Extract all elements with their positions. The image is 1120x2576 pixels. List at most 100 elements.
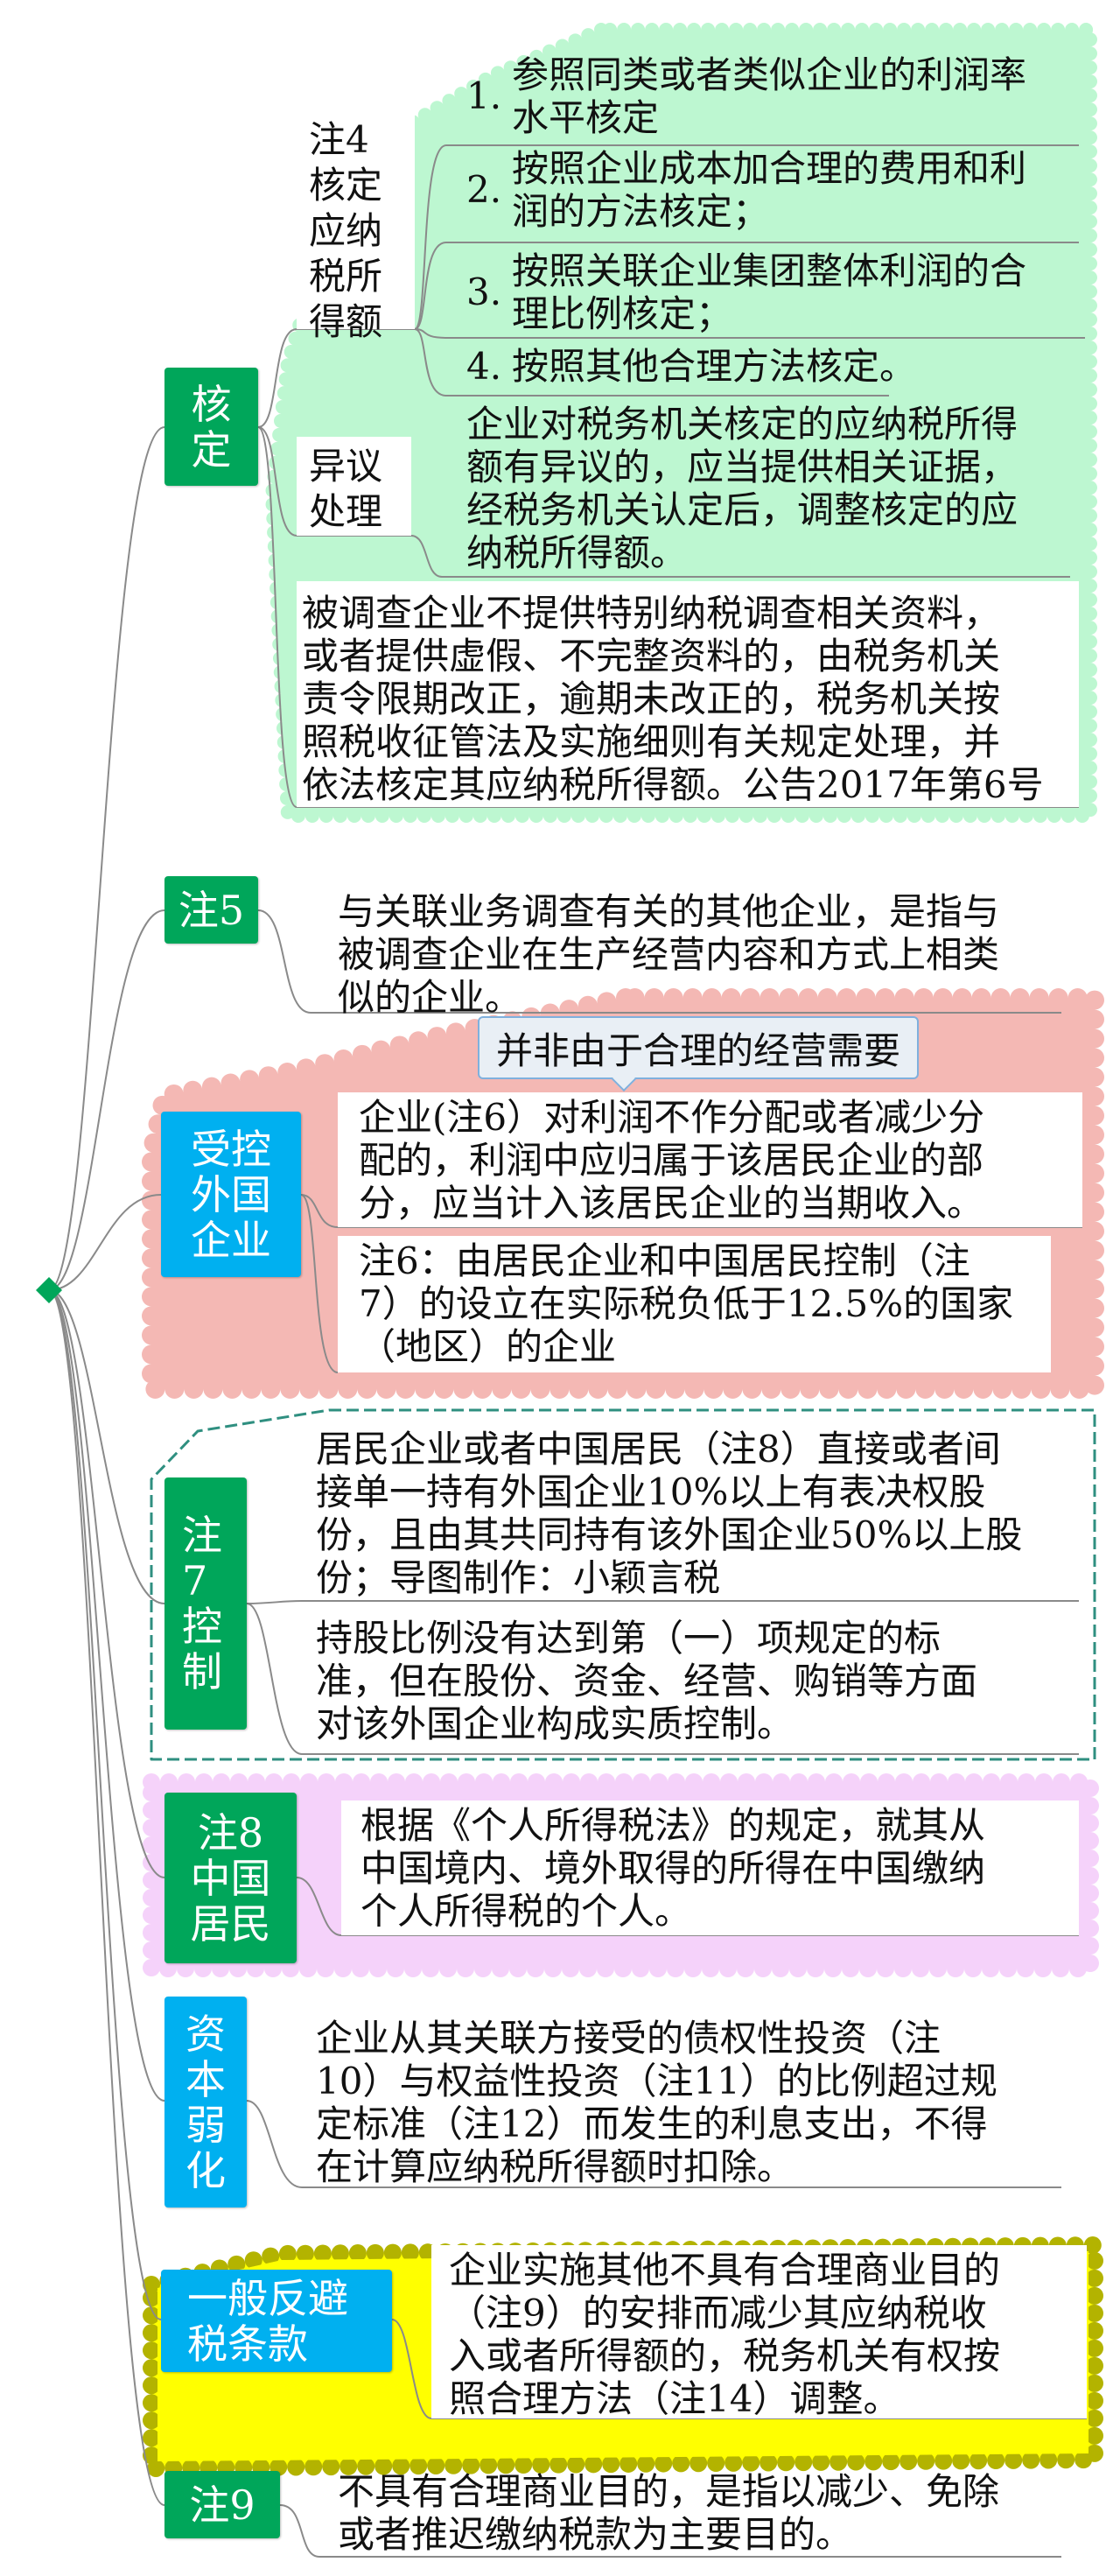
text-line: 似的企业。 xyxy=(338,976,522,1019)
text-line: 依法核定其应纳税所得额。公告2017年第6号 xyxy=(302,763,1044,806)
cfc-text-box-1[interactable]: 企业(注6）对利润不作分配或者减少分配的，利润中应归属于该居民企业的部分，应当计… xyxy=(338,1092,1082,1227)
method-item[interactable]: 按照关联企业集团整体利润的合理比例核定； xyxy=(512,249,1026,335)
text-line: 被调查企业在生产经营内容和方式上相类 xyxy=(338,933,1000,976)
node-title: 注9 xyxy=(189,2481,256,2529)
text-line: 经税务机关认定后，调整核定的应 xyxy=(466,488,1018,531)
text-line: （地区）的企业 xyxy=(359,1325,617,1368)
text-line: 定标准（注12）而发生的利息支出，不得 xyxy=(316,2102,988,2145)
note7-text-2[interactable]: 持股比例没有达到第（一）项规定的标准，但在股份、资金、经营、购销等方面对该外国企… xyxy=(316,1617,977,1745)
method-item[interactable]: 按照企业成本加合理的费用和利润的方法核定； xyxy=(512,147,1026,233)
node-title-char: 弱 xyxy=(186,2101,226,2149)
text-line: 准，但在股份、资金、经营、购销等方面 xyxy=(316,1660,978,1702)
node-title-char: 资 xyxy=(186,2010,226,2058)
node-thin-capitalization[interactable]: 资本弱化 xyxy=(164,1997,247,2207)
node-title-line: 企业 xyxy=(191,1216,271,1264)
text-line: 企业实施其他不具有合理商业目的 xyxy=(449,2249,1001,2292)
node-note9[interactable]: 注9 xyxy=(164,2471,280,2538)
node-title-char: 定 xyxy=(191,425,232,474)
node-title-char: 核 xyxy=(191,380,232,428)
label-line: 税所 xyxy=(309,255,383,298)
text-line: 接单一持有外国企业10%以上有表决权股 xyxy=(316,1470,986,1513)
root-diamond[interactable] xyxy=(36,1277,62,1303)
label-line: 应纳 xyxy=(309,209,383,252)
text-line: 中国境内、境外取得的所得在中国缴纳 xyxy=(360,1847,986,1890)
text-line: 对该外国企业构成实质控制。 xyxy=(316,1702,794,1745)
node-title-char: 7 xyxy=(182,1557,208,1604)
method-item[interactable]: 参照同类或者类似企业的利润率水平核定 xyxy=(512,53,1026,139)
text-line: 按照其他合理方法核定。 xyxy=(512,345,917,388)
text-line: 理比例核定； xyxy=(512,292,733,335)
text-line: （注9）的安排而减少其应纳税收 xyxy=(449,2292,987,2334)
node-title-char: 制 xyxy=(182,1648,222,1695)
method-item[interactable]: 按照其他合理方法核定。 xyxy=(512,345,916,388)
text-line: 份；导图制作：小颖言税 xyxy=(316,1556,721,1599)
text-line: 照合理方法（注14）调整。 xyxy=(449,2377,900,2420)
text-line: 被调查企业不提供特别纳税调查相关资料， xyxy=(302,592,1001,635)
callout-not-business-need: 并非由于合理的经营需要 xyxy=(478,1016,919,1079)
text-line: 与关联业务调查有关的其他企业，是指与 xyxy=(338,890,1000,933)
node-cfc[interactable]: 受控外国企业 xyxy=(161,1112,301,1277)
text-line: 照税收征管法及实施细则有关规定处理，并 xyxy=(302,720,1001,763)
objection-label[interactable]: 异议处理 xyxy=(297,437,411,536)
node-title-line: 中国 xyxy=(190,1854,271,1902)
method-number: 2. xyxy=(466,168,502,211)
objection-text[interactable]: 企业对税务机关核定的应纳税所得额有异议的，应当提供相关证据，经税务机关认定后，调… xyxy=(466,403,1018,574)
text-line: 10）与权益性投资（注11）的比例超过规 xyxy=(316,2060,998,2102)
node-title-char: 注 xyxy=(182,1512,222,1559)
text-line: 或者推迟缴纳税款为主要目的。 xyxy=(338,2513,853,2556)
text-line: 纳税所得额。 xyxy=(466,531,688,574)
node-hedin[interactable]: 核定 xyxy=(164,368,258,486)
node-title-line: 一般反避 xyxy=(187,2274,348,2322)
node-general-anti-avoidance[interactable]: 一般反避税条款 xyxy=(161,2270,392,2372)
text-line: 或者提供虚假、不完整资料的，由税务机关 xyxy=(302,635,1001,677)
text-line: 7）的设立在实际税负低于12.5%的国家 xyxy=(359,1282,1014,1325)
teal-outline-cloud xyxy=(150,1408,1096,1761)
text-line: 参照同类或者类似企业的利润率 xyxy=(512,53,1027,96)
text-line: 个人所得税的个人。 xyxy=(360,1890,692,1933)
text-line: 企业从其关联方接受的债权性投资（注 xyxy=(316,2017,942,2060)
node-title-line: 注8 xyxy=(197,1808,264,1857)
label-line: 处理 xyxy=(309,490,383,533)
label-line: 注4 xyxy=(309,118,369,161)
note9-text[interactable]: 不具有合理商业目的，是指以减少、免除或者推迟缴纳税款为主要目的。 xyxy=(338,2470,999,2556)
investigation-box[interactable]: 被调查企业不提供特别纳税调查相关资料，或者提供虚假、不完整资料的，由税务机关责令… xyxy=(297,581,1079,807)
text-line: 企业(注6）对利润不作分配或者减少分 xyxy=(359,1096,985,1139)
label-line: 核定 xyxy=(309,164,383,207)
text-line: 根据《个人所得税法》的规定，就其从 xyxy=(360,1804,986,1847)
node-title-line: 居民 xyxy=(190,1899,271,1948)
text-line: 按照关联企业集团整体利润的合 xyxy=(512,249,1027,292)
node-title-line: 外国 xyxy=(191,1170,271,1218)
node-title-char: 本 xyxy=(186,2055,226,2103)
node-title-line: 受控 xyxy=(191,1125,271,1173)
label-line: 异议 xyxy=(309,445,383,488)
method-number: 1. xyxy=(466,74,502,117)
node-title-char: 化 xyxy=(186,2146,226,2194)
note8-text-box[interactable]: 根据《个人所得税法》的规定，就其从中国境内、境外取得的所得在中国缴纳个人所得税的… xyxy=(341,1800,1079,1935)
text-line: 持股比例没有达到第（一）项规定的标 xyxy=(316,1617,942,1660)
node-title-char: 控 xyxy=(182,1603,222,1650)
investigation-text: 被调查企业不提供特别纳税调查相关资料，或者提供虚假、不完整资料的，由税务机关责令… xyxy=(302,592,1044,806)
cfc-text-1: 企业(注6）对利润不作分配或者减少分配的，利润中应归属于该居民企业的部分，应当计… xyxy=(359,1096,984,1225)
label-line: 得额 xyxy=(309,300,383,343)
text-line: 份，且由其共同持有该外国企业50%以上股 xyxy=(316,1513,1023,1556)
text-line: 责令限期改正，逾期未改正的，税务机关按 xyxy=(302,677,1001,720)
text-line: 不具有合理商业目的，是指以减少、免除 xyxy=(338,2470,1000,2513)
method-number: 4. xyxy=(466,345,502,388)
text-line: 润的方法核定； xyxy=(512,190,770,233)
method-number: 3. xyxy=(466,270,502,313)
text-line: 居民企业或者中国居民（注8）直接或者间 xyxy=(316,1428,1001,1470)
text-line: 按照企业成本加合理的费用和利 xyxy=(512,147,1027,190)
gaar-text-box[interactable]: 企业实施其他不具有合理商业目的（注9）的安排而减少其应纳税收入或者所得额的，税务… xyxy=(431,2245,1087,2420)
text-line: 配的，利润中应归属于该居民企业的部 xyxy=(359,1139,984,1182)
note5-text[interactable]: 与关联业务调查有关的其他企业，是指与被调查企业在生产经营内容和方式上相类似的企业… xyxy=(338,890,999,1019)
callout-text: 并非由于合理的经营需要 xyxy=(495,1028,900,1072)
note8-text: 根据《个人所得税法》的规定，就其从中国境内、境外取得的所得在中国缴纳个人所得税的… xyxy=(360,1804,985,1933)
note7-text-1[interactable]: 居民企业或者中国居民（注8）直接或者间接单一持有外国企业10%以上有表决权股份，… xyxy=(316,1428,1022,1600)
node-note5[interactable]: 注5 xyxy=(164,876,258,944)
